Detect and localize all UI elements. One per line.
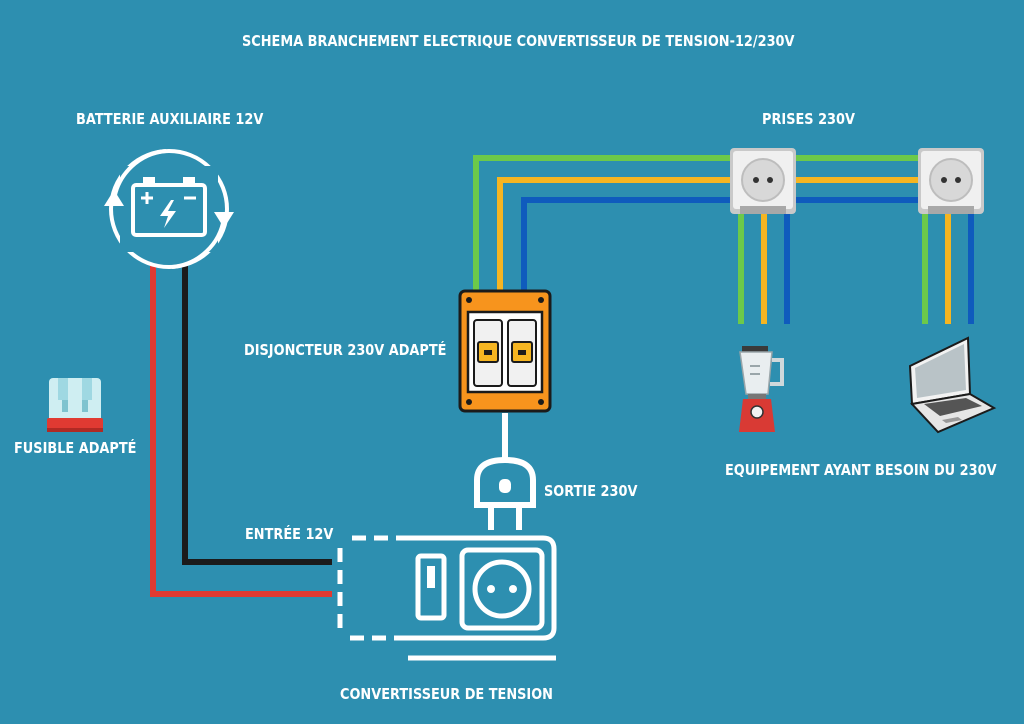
outlet-icon [730, 148, 796, 214]
wire-phase [497, 177, 978, 292]
wire-neutral [521, 197, 978, 292]
outlet-icon [918, 148, 984, 214]
fuse-label: FUSIBLE ADAPTÉ [14, 439, 137, 457]
wire-negative [182, 266, 332, 565]
inverter-icon [337, 535, 557, 661]
dc-wires [150, 266, 332, 597]
blender-icon [739, 346, 784, 432]
output-label: SORTIE 230V [544, 482, 638, 500]
fuse-icon [47, 378, 103, 432]
laptop-icon [908, 336, 997, 434]
breaker-icon [458, 289, 552, 413]
input-label: ENTRÉE 12V [245, 525, 334, 543]
battery-label: BATTERIE AUXILIAIRE 12V [76, 110, 264, 128]
breaker-label: DISJONCTEUR 230V ADAPTÉ [244, 341, 447, 359]
diagram-title: SCHEMA BRANCHEMENT ELECTRIQUE CONVERTISS… [242, 32, 795, 50]
wire-earth [473, 155, 978, 292]
wire-positive [150, 266, 332, 597]
converter-label: CONVERTISSEUR DE TENSION [340, 685, 553, 703]
outlets-label: PRISES 230V [762, 110, 855, 128]
battery-icon [104, 149, 234, 269]
ac-wires [473, 155, 978, 324]
plug-icon [474, 413, 536, 530]
equipment-label: EQUIPEMENT AYANT BESOIN DU 230V [725, 461, 997, 479]
